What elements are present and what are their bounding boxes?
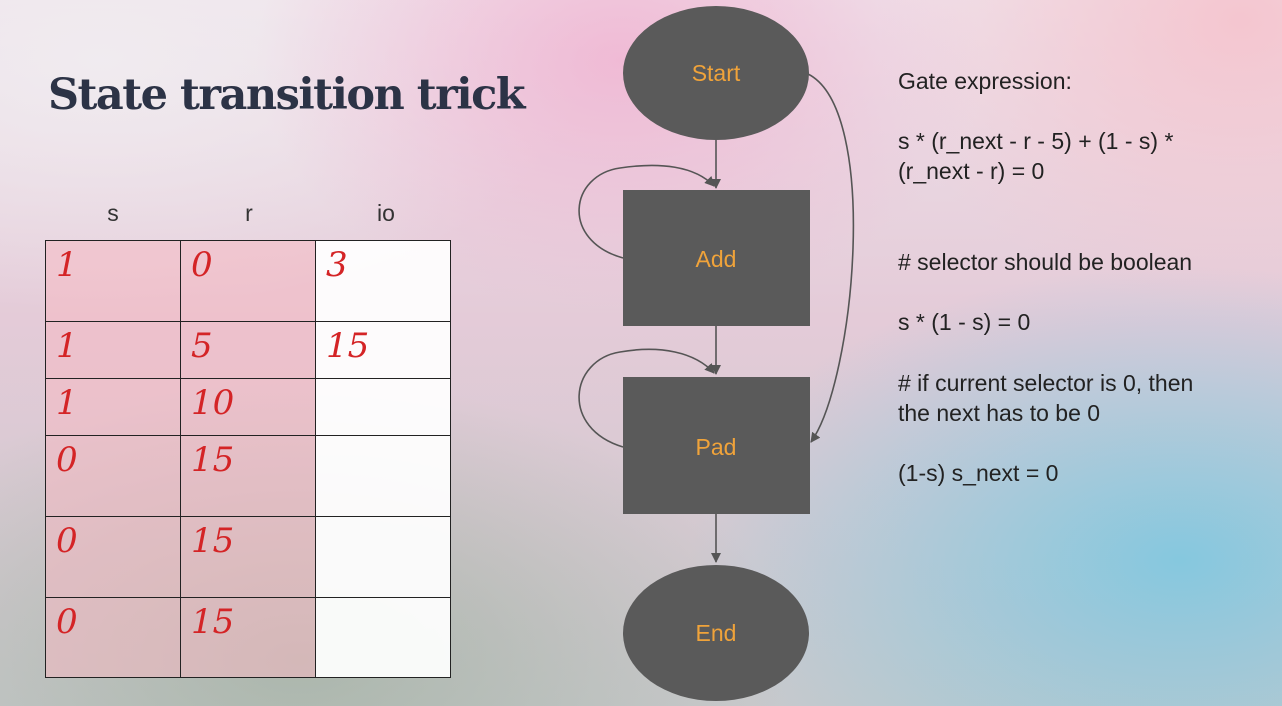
- cell-value: 1: [56, 245, 78, 285]
- cell-s: 1: [45, 378, 181, 436]
- cell-s: 0: [45, 435, 181, 517]
- cell-value: 1: [56, 383, 78, 423]
- boolean-expression: s * (1 - s) = 0: [898, 309, 1031, 335]
- cell-io: 15: [315, 321, 451, 379]
- node-add-label: Add: [696, 246, 737, 272]
- state-table: 1 0 3 1 5 15 1 10 0 15 0 15 0 15: [45, 240, 451, 678]
- table-row: 1 0 3: [45, 240, 451, 322]
- column-header-r: r: [245, 200, 253, 226]
- gate-expression-line1: s * (r_next - r - 5) + (1 - s) *: [898, 128, 1174, 154]
- cell-value: 10: [191, 383, 235, 423]
- column-header-io: io: [377, 200, 395, 226]
- cell-s: 0: [45, 597, 181, 678]
- table-row: 0 15: [45, 516, 451, 598]
- table-row: 1 5 15: [45, 321, 451, 379]
- cell-io: [315, 435, 451, 517]
- cell-io: 3: [315, 240, 451, 322]
- cell-io: [315, 378, 451, 436]
- slide-title: State transition trick: [48, 70, 526, 120]
- next-expression: (1-s) s_next = 0: [898, 460, 1059, 486]
- cell-r: 15: [180, 435, 316, 517]
- cell-s: 0: [45, 516, 181, 598]
- node-end: [623, 565, 809, 701]
- cell-r: 10: [180, 378, 316, 436]
- gate-heading: Gate expression:: [898, 68, 1072, 94]
- cell-s: 1: [45, 321, 181, 379]
- node-add: [623, 190, 810, 326]
- node-pad: [623, 377, 810, 514]
- next-comment-line2: the next has to be 0: [898, 400, 1101, 426]
- column-header-s: s: [107, 200, 119, 226]
- cell-value: 15: [191, 602, 235, 642]
- notes-panel: Gate expression: s * (r_next - r - 5) + …: [898, 66, 1268, 488]
- cell-value: 5: [191, 326, 213, 366]
- cell-s: 1: [45, 240, 181, 322]
- cell-value: 15: [191, 521, 235, 561]
- cell-io: [315, 597, 451, 678]
- node-start: [623, 6, 809, 140]
- edge-add-loop: [578, 164, 715, 259]
- cell-r: 15: [180, 597, 316, 678]
- node-end-label: End: [696, 620, 737, 646]
- gate-expression-line2: (r_next - r) = 0: [898, 158, 1045, 184]
- node-start-label: Start: [692, 60, 741, 86]
- cell-value: 0: [191, 245, 213, 285]
- edge-pad-loop: [578, 348, 715, 448]
- table-row: 0 15: [45, 435, 451, 517]
- cell-value: 0: [56, 521, 78, 561]
- cell-value: 0: [56, 440, 78, 480]
- next-comment-line1: # if current selector is 0, then: [898, 370, 1194, 396]
- cell-value: 3: [326, 245, 348, 285]
- cell-io: [315, 516, 451, 598]
- cell-value: 0: [56, 602, 78, 642]
- edge-start-pad: [807, 73, 855, 443]
- cell-value: 1: [56, 326, 78, 366]
- cell-value: 15: [326, 326, 370, 366]
- node-pad-label: Pad: [696, 434, 737, 460]
- table-row: 1 10: [45, 378, 451, 436]
- table-row: 0 15: [45, 597, 451, 678]
- cell-r: 15: [180, 516, 316, 598]
- boolean-comment: # selector should be boolean: [898, 249, 1193, 275]
- cell-r: 0: [180, 240, 316, 322]
- cell-value: 15: [191, 440, 235, 480]
